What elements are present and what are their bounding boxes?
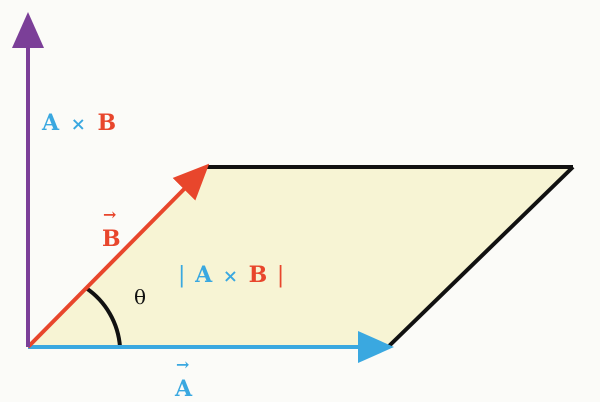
cross-product-label: A × B	[41, 110, 116, 136]
cross-product-label-op: ×	[71, 114, 86, 135]
magnitude-label-op: ×	[223, 266, 238, 287]
magnitude-bar-right: |	[277, 263, 284, 288]
angle-arc	[84, 286, 122, 348]
vector-b-label-arrow: →	[103, 205, 116, 224]
magnitude-label-a: A	[194, 262, 213, 288]
magnitude-label-b: B	[249, 262, 268, 288]
cross-product-label-b: B	[98, 110, 117, 136]
parallelogram-area	[28, 167, 573, 347]
parallelogram-right-edge	[386, 165, 575, 349]
vector-a-label: A	[174, 376, 193, 402]
cross-product-label-a: A	[41, 110, 60, 136]
vector-b-label: B	[102, 226, 121, 252]
angle-label: θ	[134, 285, 146, 309]
magnitude-bar-left: |	[178, 263, 185, 288]
vector-a-label-arrow: →	[176, 355, 189, 374]
magnitude-label: | A × B |	[178, 262, 284, 288]
vector-b-arrow	[26, 163, 210, 349]
